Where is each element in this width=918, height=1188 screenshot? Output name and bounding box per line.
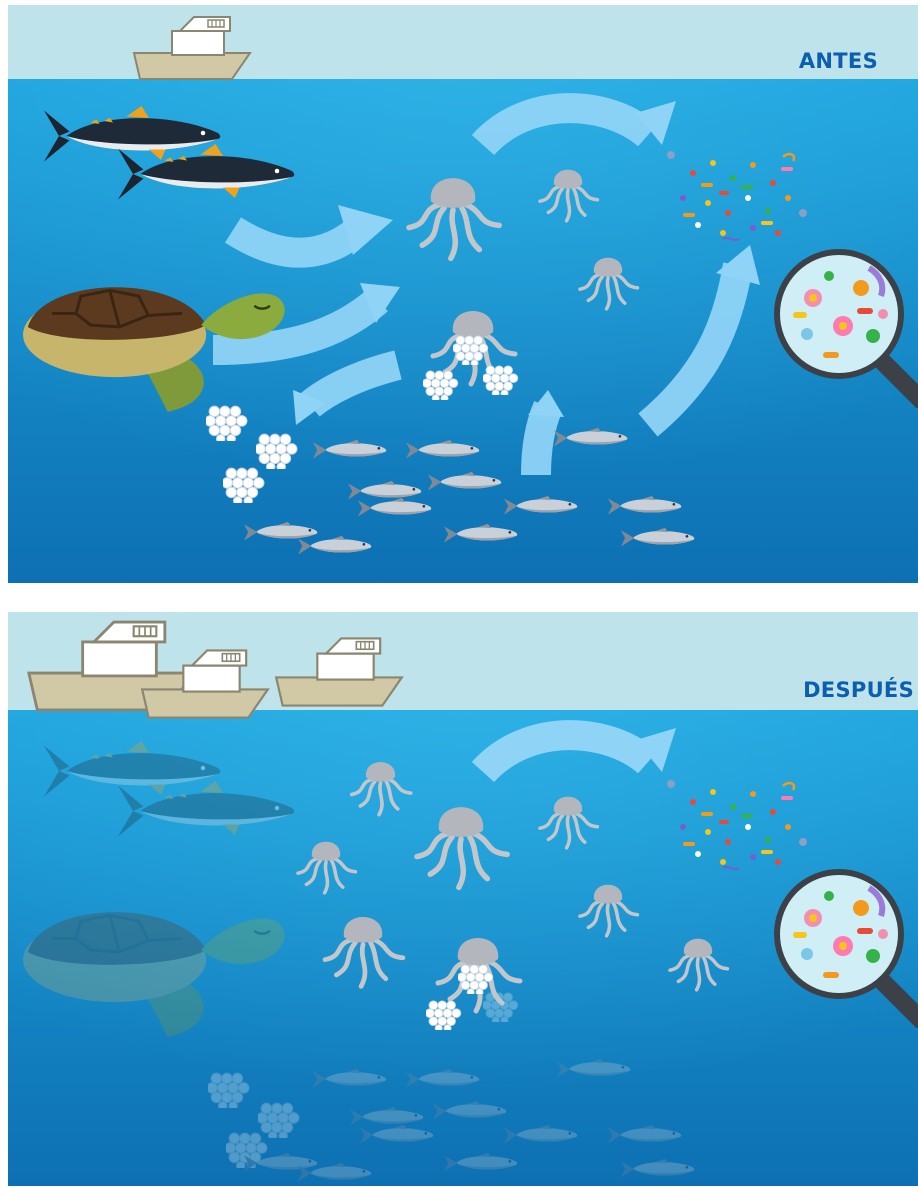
panel-after: DESPUÉS	[8, 612, 918, 1186]
panel-label-before: ANTES	[799, 49, 878, 73]
before-scene	[8, 5, 918, 583]
panel-before: ANTES	[8, 5, 918, 583]
after-scene	[8, 612, 918, 1186]
panel-label-after: DESPUÉS	[803, 678, 914, 702]
